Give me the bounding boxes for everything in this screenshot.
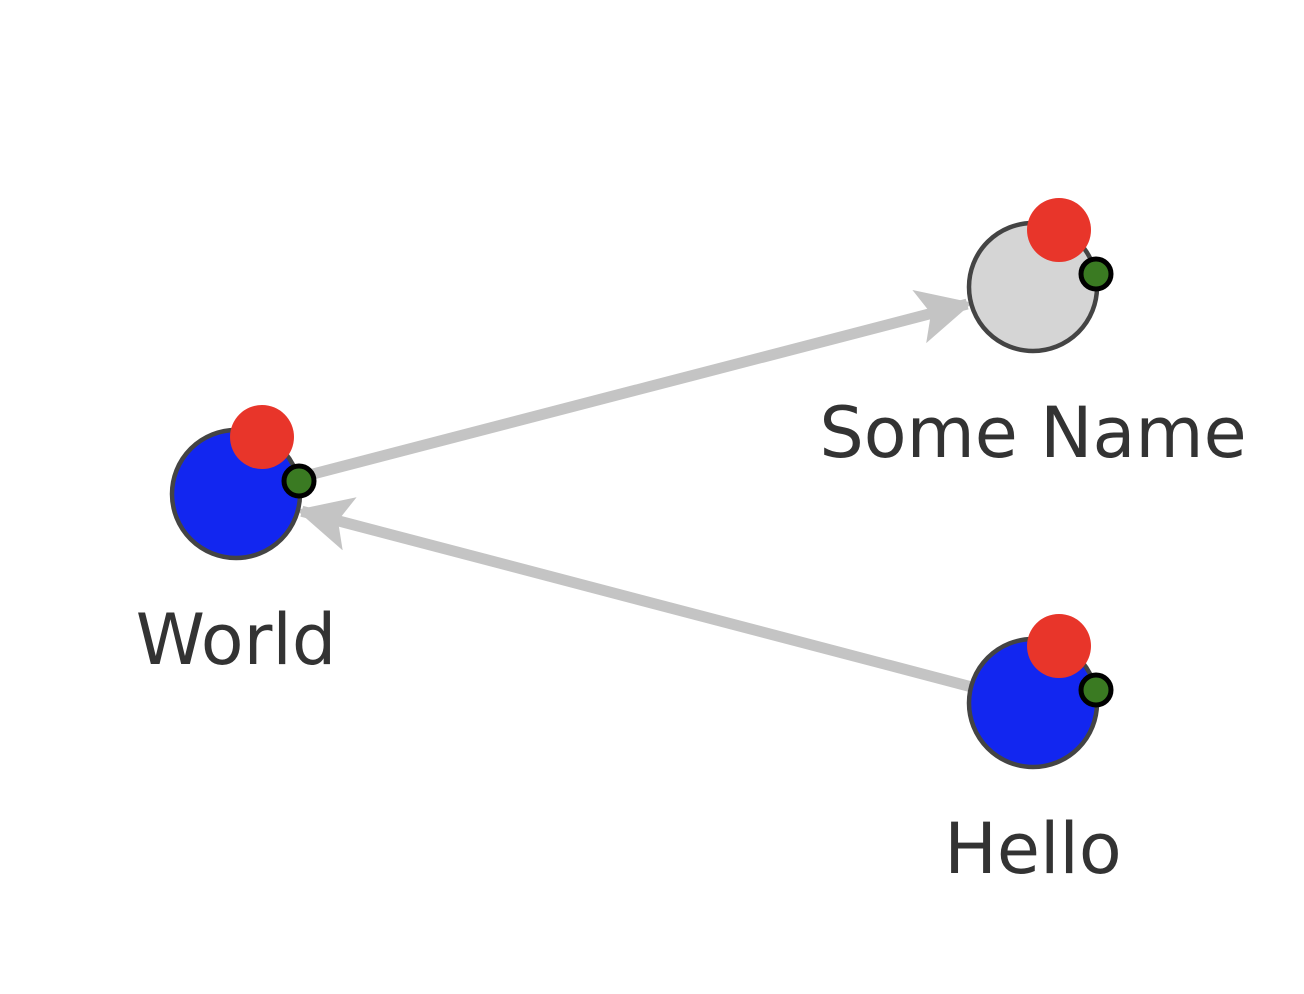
node-world[interactable]: World bbox=[136, 405, 337, 681]
edges-layer bbox=[296, 289, 973, 692]
node-world-red-badge bbox=[230, 405, 294, 469]
edge-world-to-some-name[interactable] bbox=[298, 289, 973, 483]
node-some-name-green-badge[interactable] bbox=[1078, 256, 1114, 292]
node-world-label: World bbox=[136, 599, 337, 681]
node-hello[interactable]: Hello bbox=[944, 614, 1122, 890]
node-world-green-badge[interactable] bbox=[281, 463, 317, 499]
node-hello-label: Hello bbox=[944, 808, 1121, 890]
node-some-name-red-badge bbox=[1027, 198, 1091, 262]
node-hello-red-badge bbox=[1027, 614, 1091, 678]
node-hello-green-badge[interactable] bbox=[1078, 672, 1114, 708]
node-some-name[interactable]: Some Name bbox=[819, 198, 1247, 474]
node-some-name-label: Some Name bbox=[819, 392, 1246, 474]
edge-hello-to-world[interactable] bbox=[296, 497, 971, 692]
